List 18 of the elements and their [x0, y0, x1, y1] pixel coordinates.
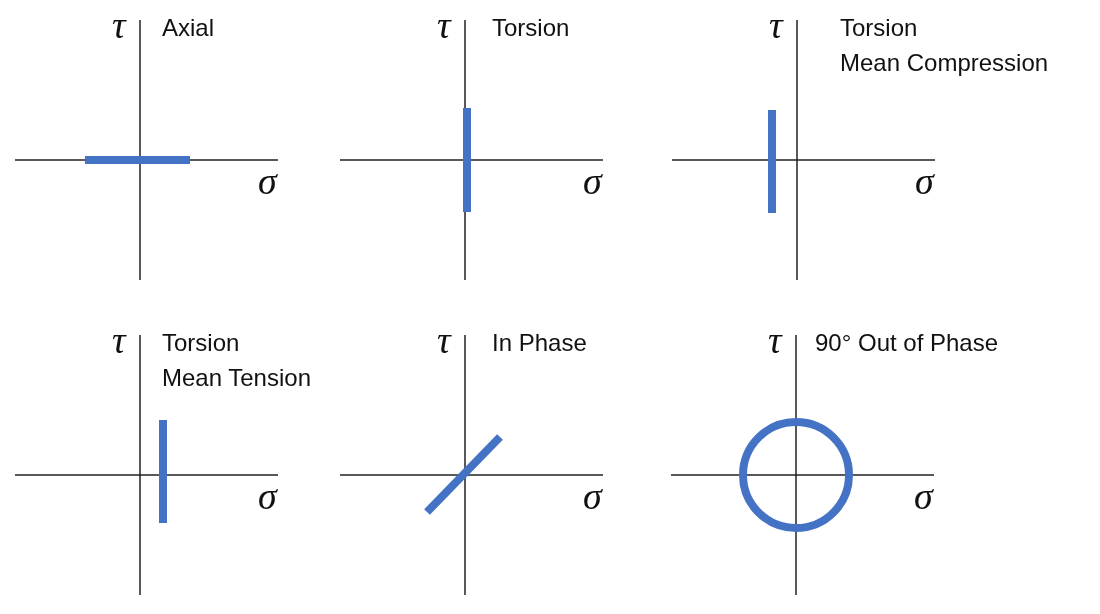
- axis-label: τ: [768, 321, 782, 359]
- panel-title: Axial: [162, 13, 215, 43]
- axis-label: σ: [914, 477, 933, 515]
- panel-title: In Phase: [492, 328, 587, 358]
- axis-label: σ: [258, 477, 277, 515]
- panel-title: Torsion Mean Tension: [162, 328, 311, 393]
- axis-label: σ: [583, 477, 602, 515]
- axis-label: σ: [915, 162, 934, 200]
- axis-label: τ: [112, 6, 126, 44]
- axis-label: τ: [112, 321, 126, 359]
- axis-label: σ: [583, 162, 602, 200]
- panel-title: Torsion: [492, 13, 570, 43]
- axis-label: τ: [437, 6, 451, 44]
- axis-label: σ: [258, 162, 277, 200]
- panel-title: Torsion Mean Compression: [840, 13, 1049, 78]
- panel-title: 90° Out of Phase: [815, 328, 999, 358]
- axis-label: τ: [437, 321, 451, 359]
- axis-label: τ: [769, 6, 783, 44]
